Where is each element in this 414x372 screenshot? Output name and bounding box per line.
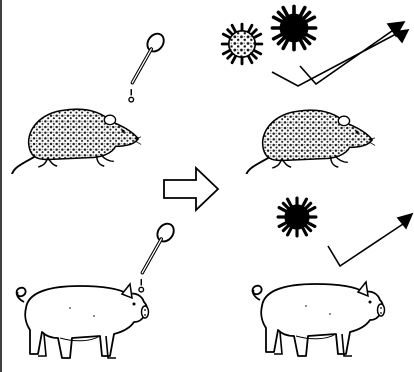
pig-after-icon xyxy=(253,282,385,356)
mouse-before-icon xyxy=(12,109,141,175)
mouse-after-icon xyxy=(246,110,375,176)
pig-increase-arrow-icon xyxy=(328,214,412,266)
pig-before-icon xyxy=(17,284,149,358)
dropper-mouse-icon xyxy=(129,31,167,102)
dropper-pig-icon xyxy=(139,221,177,292)
transition-arrow-icon xyxy=(164,168,218,210)
virus-gray-icon xyxy=(222,24,262,64)
virus-black-icon xyxy=(278,198,316,236)
virus-black-icon xyxy=(272,6,315,49)
